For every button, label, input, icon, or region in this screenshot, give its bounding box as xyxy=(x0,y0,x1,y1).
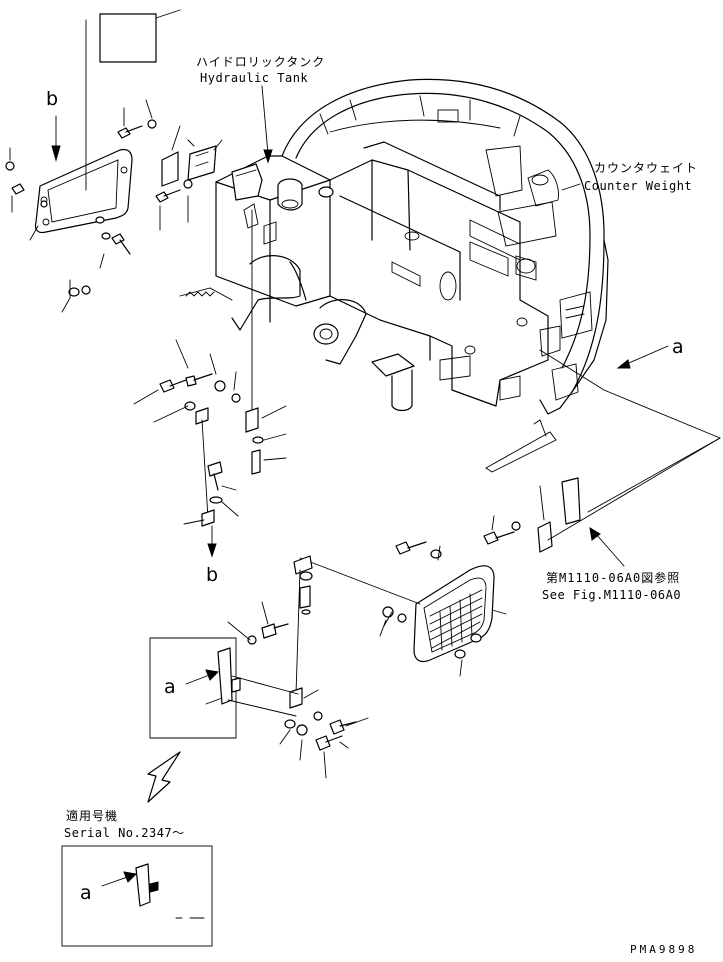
lower-bracket-linkage xyxy=(147,555,369,803)
serial-number-label-en: Serial No.2347～ xyxy=(64,826,185,840)
hydraulic-tank-label-jp: ハイドロリックタンク xyxy=(196,55,326,69)
counter-weight-label-jp: カウンタウェイト xyxy=(594,161,699,175)
drawing-code: PMA9898 xyxy=(630,943,698,956)
side-cover-right-grille xyxy=(299,349,721,677)
side-cover-left xyxy=(5,9,223,313)
ref-label-a-right: a xyxy=(672,336,684,358)
ref-label-a-serial: a xyxy=(80,882,92,904)
ref-label-b-middle: b xyxy=(206,564,219,586)
see-figure-label-en: See Fig.M1110-06A0 xyxy=(542,588,682,602)
serial-applicable-label-jp: 適用号機 xyxy=(66,809,119,823)
see-figure-label-jp: 第M1110-06A0図参照 xyxy=(546,571,681,585)
upper-structure-frame xyxy=(179,78,609,473)
reference-arrows xyxy=(51,85,669,887)
counter-weight-label-en: Counter Weight xyxy=(584,179,693,193)
serial-detail-box xyxy=(61,845,213,947)
stay-bracket-assembly xyxy=(133,209,287,527)
ref-label-b-top: b xyxy=(46,88,59,110)
ref-label-a-detail: a xyxy=(164,676,176,698)
hydraulic-tank-label-en: Hydraulic Tank xyxy=(200,71,309,85)
